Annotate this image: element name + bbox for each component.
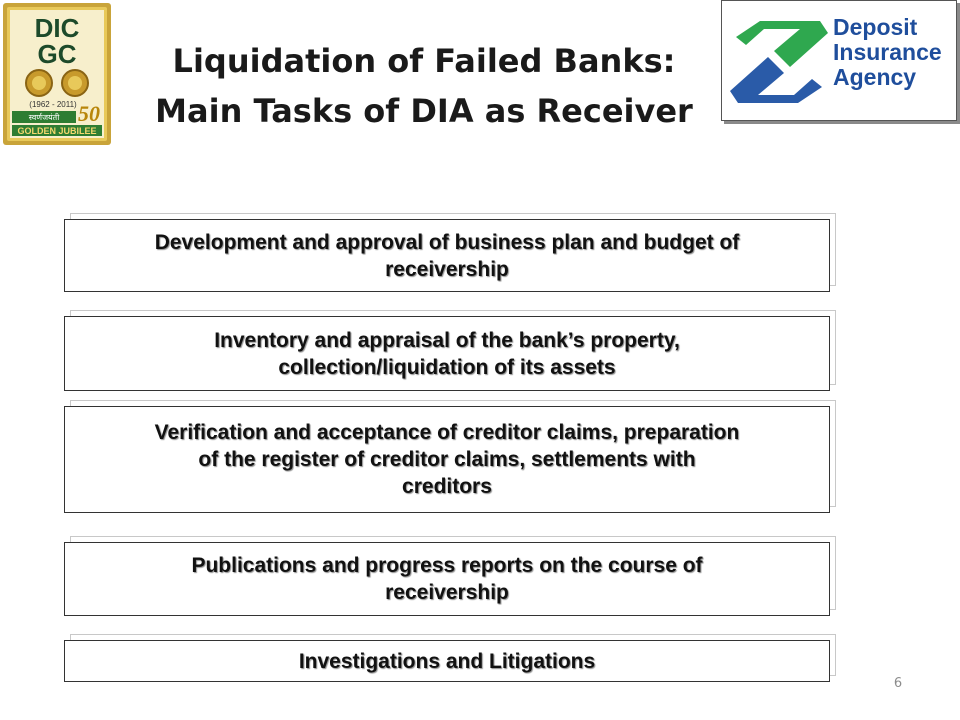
- task-line: Inventory and appraisal of the bank’s pr…: [214, 328, 680, 352]
- dia-emblem-icon: [730, 21, 828, 103]
- dicgc-text-top: DIC: [35, 13, 80, 43]
- task-label: Verification and acceptance of creditor …: [155, 419, 740, 500]
- title-line-2: Main Tasks of DIA as Receiver: [155, 92, 693, 130]
- page-title: Liquidation of Failed Banks: Main Tasks …: [112, 36, 736, 136]
- task-label: Inventory and appraisal of the bank’s pr…: [214, 327, 680, 381]
- task-box-investigations: Investigations and Litigations: [64, 634, 836, 682]
- task-line: Verification and acceptance of creditor …: [154, 421, 740, 444]
- dia-name-line-2: Insurance: [833, 39, 942, 65]
- task-label: Investigations and Litigations: [299, 648, 595, 675]
- task-label: Development and approval of business pla…: [155, 229, 740, 283]
- task-line: receivership: [385, 257, 509, 281]
- dia-name-line-1: Deposit: [833, 14, 918, 40]
- task-line: Development and approval of business pla…: [154, 230, 740, 254]
- task-label: Publications and progress reports on the…: [191, 552, 702, 606]
- dia-name: Deposit Insurance Agency: [833, 15, 942, 90]
- task-line: of the register of creditor claims, sett…: [198, 448, 696, 471]
- task-box-creditor-claims: Verification and acceptance of creditor …: [64, 400, 836, 513]
- dicgc-text-bottom: GC: [38, 39, 77, 69]
- dicgc-jubilee: GOLDEN JUBILEE: [17, 126, 96, 136]
- task-line: Investigations and Litigations: [298, 649, 596, 673]
- task-box-publications: Publications and progress reports on the…: [64, 536, 836, 616]
- task-line: collection/liquidation of its assets: [278, 355, 616, 379]
- task-box-business-plan: Development and approval of business pla…: [64, 213, 836, 292]
- dicgc-anniversary: 50: [78, 101, 100, 126]
- dia-name-line-3: Agency: [833, 64, 917, 90]
- task-line: Publications and progress reports on the…: [191, 554, 703, 577]
- dicgc-years: (1962 - 2011): [29, 100, 77, 109]
- page-number: 6: [893, 676, 903, 691]
- dicgc-hindi: स्वर्णजयंती: [29, 112, 60, 122]
- title-line-1: Liquidation of Failed Banks:: [172, 42, 676, 80]
- task-line: creditors: [402, 475, 492, 498]
- task-box-inventory: Inventory and appraisal of the bank’s pr…: [64, 310, 836, 391]
- dicgc-golden-jubilee-logo: DIC GC (1962 - 2011) 50 स्वर्णजयंती GOLD…: [3, 3, 111, 145]
- task-line: receivership: [385, 581, 509, 604]
- dia-logo: Deposit Insurance Agency: [721, 0, 957, 121]
